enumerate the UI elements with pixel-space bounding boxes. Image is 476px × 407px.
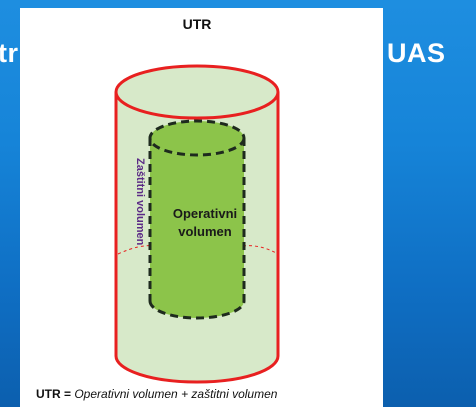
inner-cylinder-top (148, 119, 246, 157)
outer-cylinder-bottom-back (117, 245, 154, 255)
diagram-card: UTR Operativni volumen Zaštitni volumen … (20, 8, 383, 407)
inner-volume-label-line2: volumen (178, 224, 232, 239)
outer-cylinder-top (114, 64, 280, 120)
outer-cylinder-bottom-front (114, 355, 280, 384)
formula-bold: UTR = (36, 387, 71, 401)
utr-cylinder-diagram: UTR Operativni volumen Zaštitni volumen … (36, 16, 280, 401)
outer-cylinder-bottom-back-right (242, 245, 279, 255)
inner-cylinder-body (150, 138, 244, 318)
background-title-fragment-right: UAS (387, 38, 446, 68)
diagram-top-label: UTR (183, 16, 212, 32)
formula-italic: Operativni volumen + zaštitni volumen (71, 387, 278, 401)
inner-cylinder-bottom (148, 300, 246, 320)
protective-volume-label: Zaštitni volumen (134, 158, 146, 246)
formula-caption: UTR = Operativni volumen + zaštitni volu… (36, 387, 278, 401)
background-title-fragment-left: tr (0, 38, 19, 68)
inner-volume-label-line1: Operativni (173, 206, 237, 221)
